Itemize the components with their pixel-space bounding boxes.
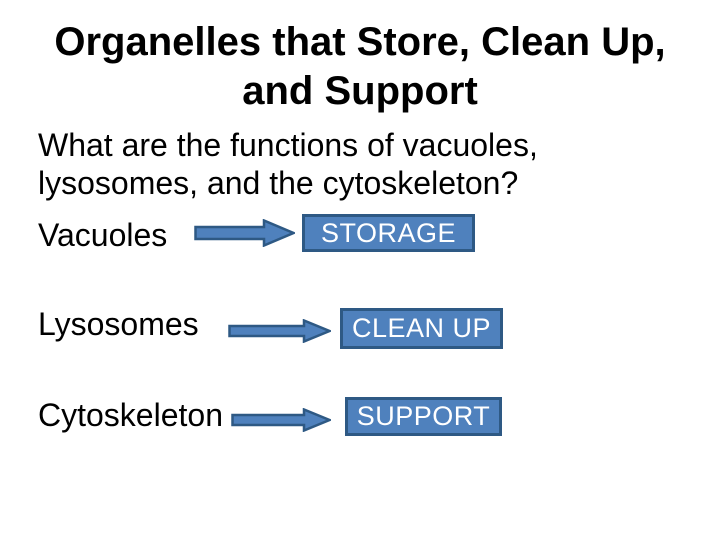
answer-label: STORAGE [320,217,457,248]
row-label-cytoskeleton: Cytoskeleton [38,397,223,433]
question-line-2: lysosomes, and the cytoskeleton? [38,164,519,201]
arrow-right-icon [194,219,295,247]
answer-box-support: SUPPORT [345,397,502,436]
arrow-right-icon [228,319,331,343]
question-line-1: What are the functions of vacuoles, [38,127,538,163]
page-title: Organelles that Store, Clean Up, and Sup… [0,18,720,116]
arrow-right-icon [231,408,331,432]
title-line-1: Organelles that Store, Clean Up, [54,20,666,64]
row-label-vacuoles: Vacuoles [38,217,168,253]
row-label-lysosomes: Lysosomes [38,306,199,342]
question-text: What are the functions of vacuoles, lyso… [38,127,638,202]
title-line-2: and Support [242,69,478,113]
answer-label: SUPPORT [356,401,491,431]
answer-box-clean-up: CLEAN UP [340,308,503,349]
answer-box-storage: STORAGE [302,214,475,252]
answer-label: CLEAN UP [351,313,492,343]
